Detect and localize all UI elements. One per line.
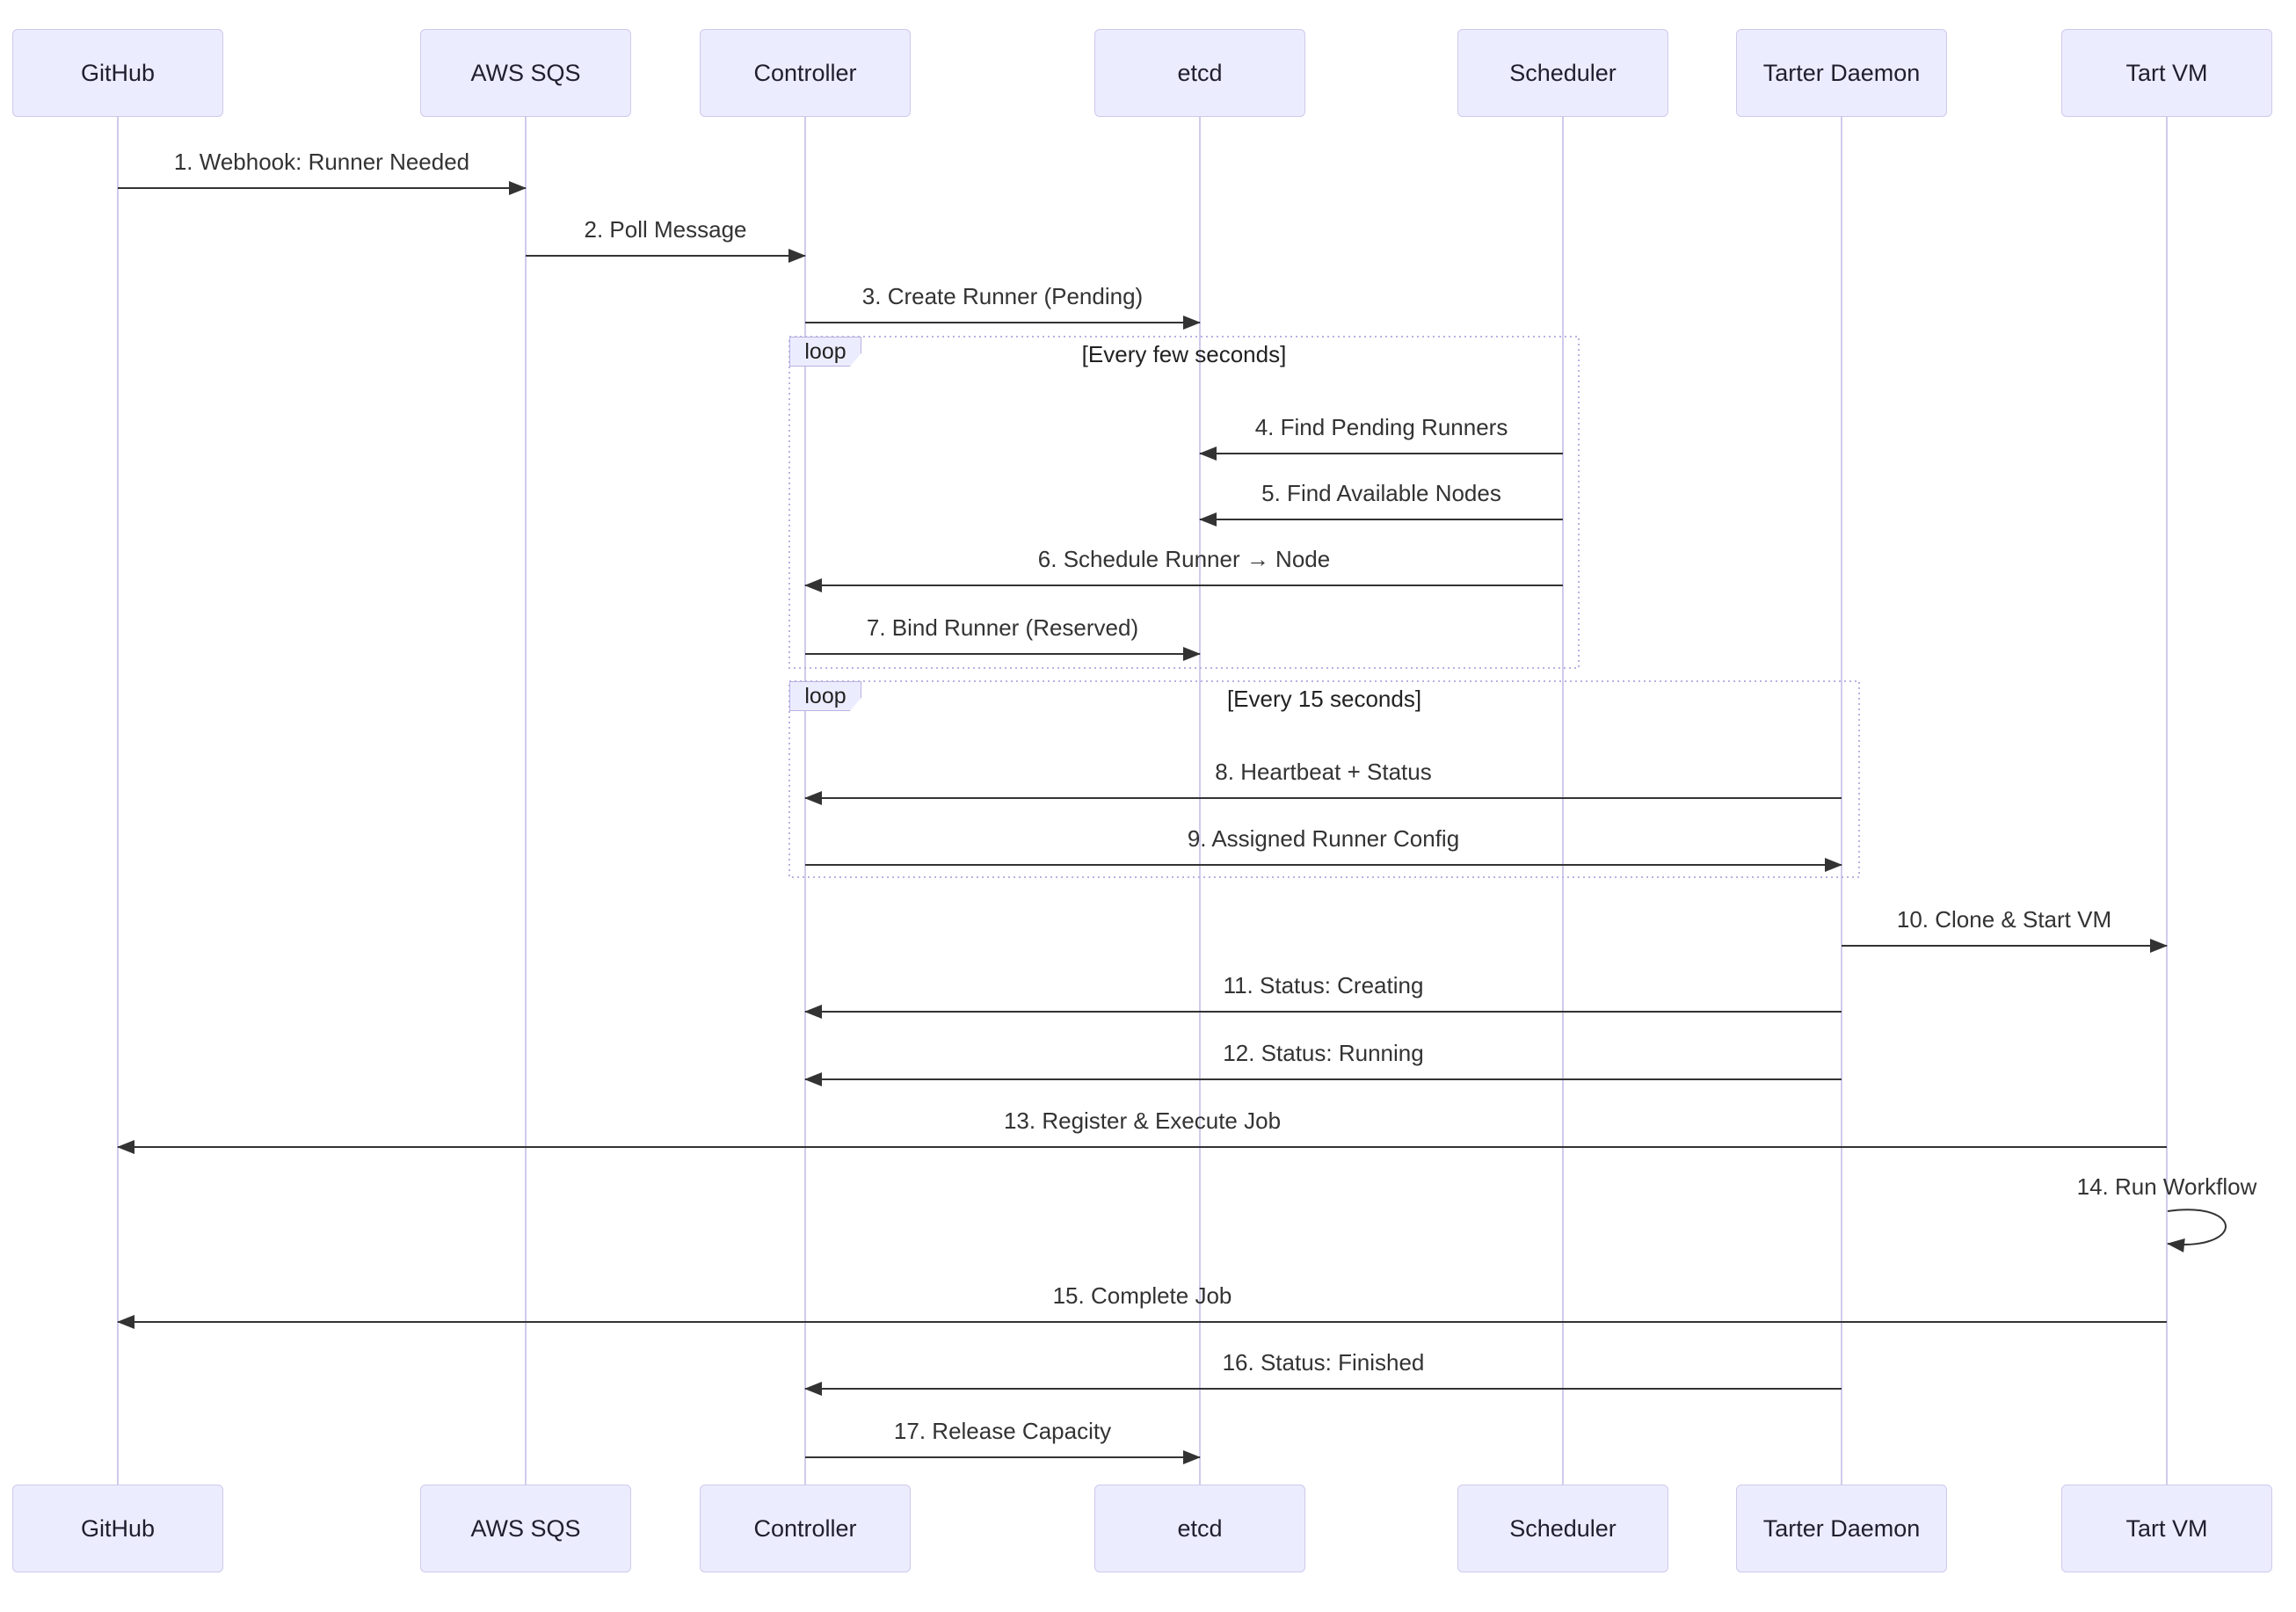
actor-label: Controller: [753, 59, 857, 86]
actor-label: AWS SQS: [470, 1514, 581, 1542]
loop-frame-1: [788, 336, 1580, 669]
actor-label: etcd: [1177, 59, 1223, 86]
message-label-2: 2. Poll Message: [584, 216, 747, 243]
actor-box-top-scheduler: Scheduler: [1457, 29, 1668, 117]
message-label-14: 14. Run Workflow: [2076, 1173, 2257, 1200]
actor-box-bottom-aws-sqs: AWS SQS: [420, 1485, 631, 1572]
message-label-11: 11. Status: Creating: [1223, 972, 1424, 998]
actor-box-bottom-tart-vm: Tart VM: [2061, 1485, 2272, 1572]
actor-box-top-aws-sqs: AWS SQS: [420, 29, 631, 117]
message-label-1: 1. Webhook: Runner Needed: [173, 149, 470, 175]
actor-box-bottom-scheduler: Scheduler: [1457, 1485, 1668, 1572]
message-label-10: 10. Clone & Start VM: [1896, 906, 2112, 933]
actor-label: GitHub: [80, 59, 156, 86]
message-label-12: 12. Status: Running: [1223, 1040, 1424, 1066]
actor-box-top-tarter-daemon: Tarter Daemon: [1736, 29, 1947, 117]
message-label-13: 13. Register & Execute Job: [1003, 1107, 1282, 1134]
actor-label: AWS SQS: [470, 59, 581, 86]
actor-box-bottom-controller: Controller: [700, 1485, 911, 1572]
actor-box-top-controller: Controller: [700, 29, 911, 117]
self-message-arrow-14: [2167, 1209, 2227, 1253]
actor-label: Scheduler: [1509, 1514, 1617, 1542]
loop-label-tab-2: loop: [789, 681, 861, 711]
actor-label: Tarter Daemon: [1762, 1514, 1921, 1542]
loop-condition-2: [Every 15 seconds]: [1226, 686, 1422, 712]
actor-label: Controller: [753, 1514, 857, 1542]
actor-label: etcd: [1177, 1514, 1223, 1542]
message-label-9: 9. Assigned Runner Config: [1187, 825, 1460, 852]
actor-label: Scheduler: [1509, 59, 1617, 86]
actor-label: Tart VM: [2125, 1514, 2208, 1542]
message-label-8: 8. Heartbeat + Status: [1215, 759, 1432, 785]
actor-box-top-tart-vm: Tart VM: [2061, 29, 2272, 117]
actor-box-bottom-tarter-daemon: Tarter Daemon: [1736, 1485, 1947, 1572]
actor-label: Tarter Daemon: [1762, 59, 1921, 86]
actor-label: Tart VM: [2125, 59, 2208, 86]
message-label-16: 16. Status: Finished: [1222, 1349, 1425, 1376]
actor-box-top-github: GitHub: [12, 29, 223, 117]
message-label-3: 3. Create Runner (Pending): [861, 283, 1144, 309]
actor-label: GitHub: [80, 1514, 156, 1542]
message-label-4: 4. Find Pending Runners: [1254, 414, 1508, 440]
actor-box-bottom-etcd: etcd: [1094, 1485, 1305, 1572]
message-label-7: 7. Bind Runner (Reserved): [866, 614, 1139, 641]
loop-condition-1: [Every few seconds]: [1081, 341, 1287, 367]
message-label-6: 6. Schedule Runner → Node: [1037, 546, 1331, 572]
message-label-17: 17. Release Capacity: [893, 1418, 1112, 1444]
message-label-15: 15. Complete Job: [1052, 1282, 1232, 1309]
actor-box-top-etcd: etcd: [1094, 29, 1305, 117]
message-label-5: 5. Find Available Nodes: [1261, 480, 1501, 506]
actor-box-bottom-github: GitHub: [12, 1485, 223, 1572]
loop-label-tab-1: loop: [789, 337, 861, 367]
